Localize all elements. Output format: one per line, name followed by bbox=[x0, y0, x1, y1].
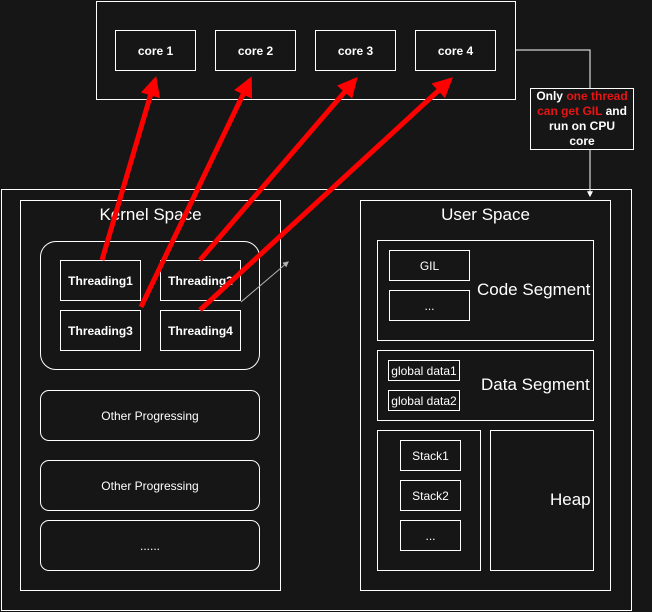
code-segment bbox=[377, 240, 594, 341]
heap-area bbox=[490, 430, 594, 571]
gil-note: Only one thread can get GIL and run on C… bbox=[530, 88, 634, 150]
arrow-thread3-core2 bbox=[138, 76, 253, 309]
data-segment bbox=[377, 350, 594, 421]
user-space bbox=[360, 200, 611, 591]
core-3: core 3 bbox=[315, 30, 396, 71]
global-data-1: global data1 bbox=[388, 360, 460, 381]
note-suffix: and run on CPU core bbox=[549, 104, 627, 148]
stack-area bbox=[377, 430, 481, 571]
arrow-thread1-core1 bbox=[99, 76, 161, 261]
core-to-user-connector bbox=[516, 49, 591, 88]
kernel-space bbox=[20, 200, 281, 591]
arrow-thread4-core4 bbox=[198, 77, 453, 312]
code-segment-label: Code Segment bbox=[477, 280, 591, 299]
stack-more: ... bbox=[400, 520, 461, 551]
thread-1: Threading1 bbox=[60, 260, 141, 301]
global-data-2: global data2 bbox=[388, 390, 460, 411]
stack-1: Stack1 bbox=[400, 440, 461, 471]
core-1: core 1 bbox=[115, 30, 196, 71]
core-2: core 2 bbox=[215, 30, 296, 71]
other-process-1: Other Progressing bbox=[40, 390, 260, 441]
thread-3: Threading3 bbox=[60, 310, 141, 351]
other-process-more: ...... bbox=[40, 520, 260, 571]
note-highlight: one thread can get GIL bbox=[537, 89, 628, 118]
arrow-thread2-core3 bbox=[198, 76, 358, 262]
memory-container bbox=[1, 189, 632, 611]
threads-group bbox=[40, 241, 260, 370]
code-more: ... bbox=[389, 290, 470, 321]
cpu-container bbox=[96, 1, 516, 100]
other-process-2: Other Progressing bbox=[40, 460, 260, 511]
user-space-title: User Space bbox=[441, 205, 530, 224]
thread-2: Threading2 bbox=[160, 260, 241, 301]
heap-label: Heap bbox=[550, 490, 591, 509]
note-prefix: Only bbox=[536, 89, 567, 103]
core-4: core 4 bbox=[415, 30, 496, 71]
gil-box: GIL bbox=[389, 250, 470, 281]
thread-to-user-arrow bbox=[240, 261, 289, 303]
stack-2: Stack2 bbox=[400, 480, 461, 511]
kernel-space-title: Kernel Space bbox=[99, 205, 202, 224]
data-segment-label: Data Segment bbox=[481, 375, 590, 394]
